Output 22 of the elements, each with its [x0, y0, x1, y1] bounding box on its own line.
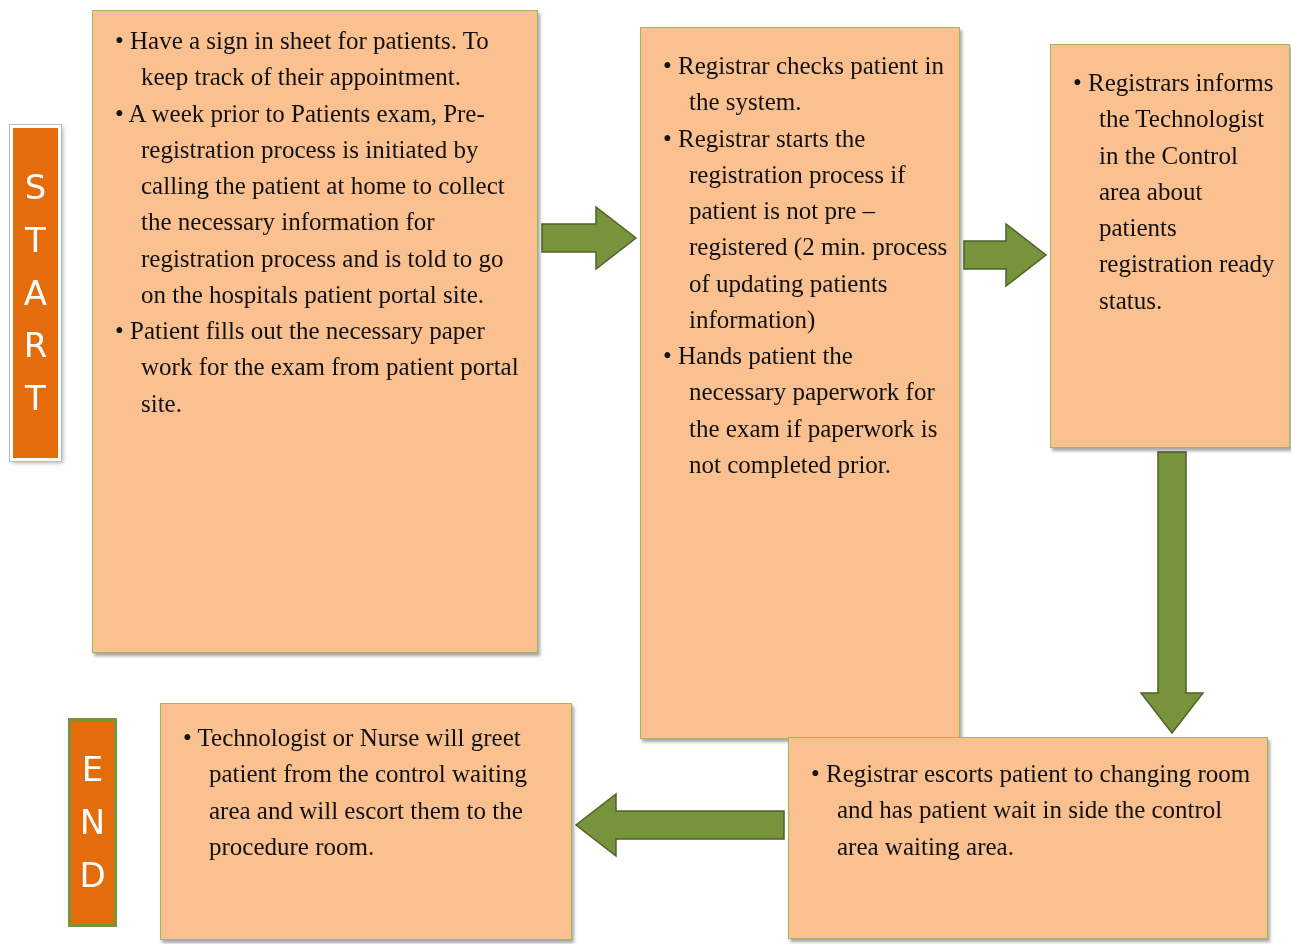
process-box: [640, 27, 960, 739]
process-box: [92, 10, 538, 653]
block-arrow: [541, 205, 638, 271]
bullet-text: • Registrars informs the Technologist in the Control area about patients registration ready status.: [1073, 68, 1276, 316]
terminal-label: END: [78, 748, 107, 897]
bullet-text: • Technologist or Nurse will greet patient from the control waiting area and will escort them to the procedure room.: [183, 723, 528, 862]
bullet-text: • A week prior to Patients exam, Pre-registration process is initiated by calling the patient at home to collect the necessary information for registration process and is told to go on the hospitals patient portal site.: [115, 98, 506, 310]
bullet-text: • Have a sign in sheet for patients. To keep track of their appointment.: [115, 26, 490, 93]
bullet-text: • Patient fills out the necessary paper work for the exam from patient portal site.: [115, 316, 520, 419]
bullet-text: • Registrar starts the registration process if patient is not pre – registered (2 min. process of updating patients information): [663, 123, 949, 335]
bullet-text: • Registrar escorts patient to changing room and has patient wait in side the control area waiting area.: [811, 759, 1252, 862]
block-arrow: [1139, 451, 1205, 735]
terminal-label: START: [22, 166, 49, 421]
bullet-text: • Registrar checks patient in the system.: [663, 51, 945, 118]
terminal-box: [10, 125, 61, 461]
bullet-text: • Hands patient the necessary paperwork for the exam if paperwork is not completed prior.: [663, 341, 939, 480]
process-box: [788, 737, 1268, 939]
block-arrow: [574, 792, 785, 858]
terminal-box: [68, 718, 117, 927]
process-box: [160, 703, 572, 940]
process-box: [1050, 44, 1290, 448]
block-arrow: [963, 222, 1048, 288]
